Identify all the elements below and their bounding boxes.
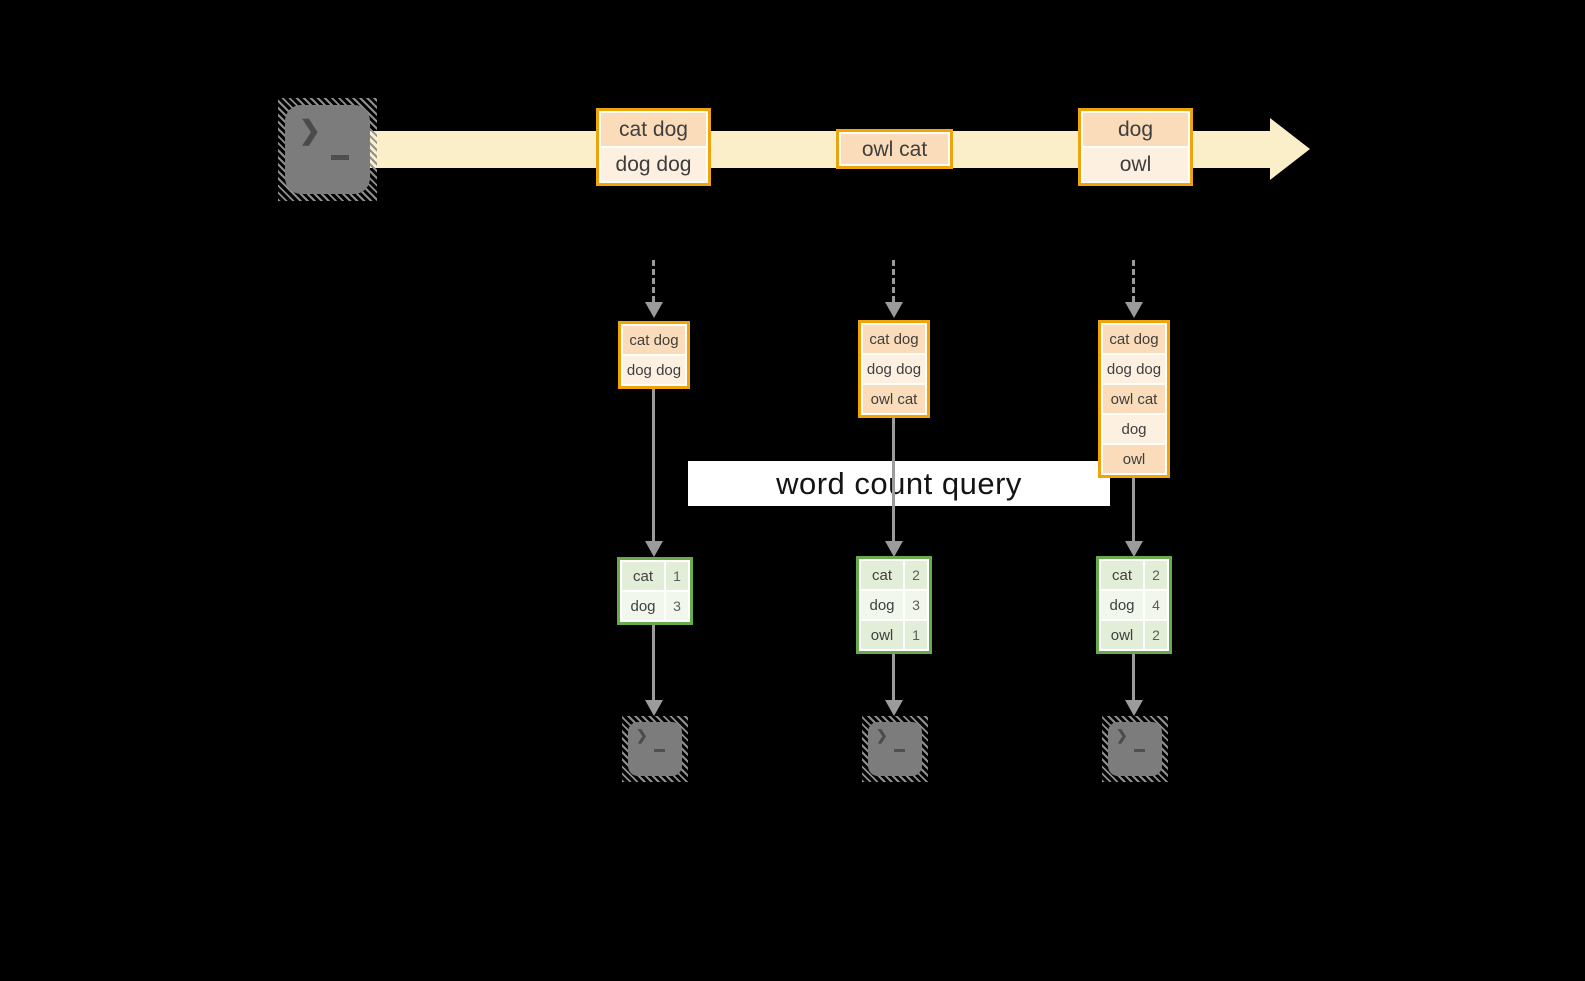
state-record: owl cat	[1103, 385, 1165, 413]
state-record: owl	[1103, 445, 1165, 473]
query-label: word count query	[776, 465, 1022, 501]
input-state-1: cat dog dog dog	[618, 321, 690, 389]
table-row: cat 1	[622, 562, 688, 590]
word-cell: dog	[861, 591, 903, 619]
query-arrow-head	[645, 541, 663, 557]
terminal-prompt-icon: ❯	[1116, 727, 1128, 743]
state-record: cat dog	[623, 326, 685, 354]
stream-record: owl cat	[841, 134, 948, 164]
sink-terminal-icon: ❯	[1102, 716, 1168, 782]
stream-batch-1: cat dog dog dog	[596, 108, 711, 186]
word-cell: owl	[861, 621, 903, 649]
terminal-prompt-icon: ❯	[299, 115, 321, 145]
count-cell: 3	[905, 591, 927, 619]
word-cell: cat	[861, 561, 903, 589]
count-cell: 2	[1145, 561, 1167, 589]
output-arrow-line	[652, 625, 655, 700]
query-arrow-head	[1125, 541, 1143, 557]
dashed-arrow-line	[1132, 260, 1135, 302]
dashed-arrow-head	[885, 302, 903, 318]
table-row: cat 2	[1101, 561, 1167, 589]
count-cell: 2	[905, 561, 927, 589]
terminal-body: ❯	[628, 722, 682, 776]
source-terminal-icon: ❯	[278, 98, 377, 201]
table-row: dog 3	[622, 592, 688, 620]
output-arrow-head	[1125, 700, 1143, 716]
stream-record: dog dog	[601, 148, 706, 181]
terminal-body: ❯	[285, 105, 370, 194]
output-arrow-head	[885, 700, 903, 716]
table-row: dog 4	[1101, 591, 1167, 619]
table-row: dog 3	[861, 591, 927, 619]
terminal-body: ❯	[868, 722, 922, 776]
sink-terminal-icon: ❯	[622, 716, 688, 782]
query-label-banner: word count query	[688, 461, 1110, 506]
state-record: owl cat	[863, 385, 925, 413]
state-record: dog	[1103, 415, 1165, 443]
terminal-cursor-icon	[331, 155, 349, 160]
result-table-1: cat 1 dog 3	[617, 557, 693, 625]
stream-record: cat dog	[601, 113, 706, 146]
count-cell: 4	[1145, 591, 1167, 619]
state-record: cat dog	[863, 325, 925, 353]
result-table-3: cat 2 dog 4 owl 2	[1096, 556, 1172, 654]
output-arrow-line	[892, 654, 895, 700]
input-state-2: cat dog dog dog owl cat	[858, 320, 930, 418]
word-cell: owl	[1101, 621, 1143, 649]
dashed-arrow-head	[1125, 302, 1143, 318]
word-cell: dog	[1101, 591, 1143, 619]
word-cell: cat	[622, 562, 664, 590]
dashed-arrow-line	[652, 260, 655, 302]
terminal-cursor-icon	[654, 749, 665, 752]
stream-batch-2: owl cat	[836, 129, 953, 169]
output-arrow-head	[645, 700, 663, 716]
state-record: dog dog	[623, 356, 685, 384]
terminal-cursor-icon	[894, 749, 905, 752]
count-cell: 2	[1145, 621, 1167, 649]
query-arrow-head	[885, 541, 903, 557]
word-cell: dog	[622, 592, 664, 620]
stream-batch-3: dog owl	[1078, 108, 1193, 186]
query-arrow-line	[652, 389, 655, 541]
query-arrow-line	[892, 418, 895, 541]
table-row: owl 2	[1101, 621, 1167, 649]
table-row: owl 1	[861, 621, 927, 649]
terminal-cursor-icon	[1134, 749, 1145, 752]
output-arrow-line	[1132, 654, 1135, 700]
word-cell: cat	[1101, 561, 1143, 589]
result-table-2: cat 2 dog 3 owl 1	[856, 556, 932, 654]
table-row: cat 2	[861, 561, 927, 589]
sink-terminal-icon: ❯	[862, 716, 928, 782]
input-state-3: cat dog dog dog owl cat dog owl	[1098, 320, 1170, 478]
state-record: cat dog	[1103, 325, 1165, 353]
terminal-body: ❯	[1108, 722, 1162, 776]
stream-arrowhead	[1270, 118, 1310, 180]
state-record: dog dog	[863, 355, 925, 383]
state-record: dog dog	[1103, 355, 1165, 383]
count-cell: 1	[905, 621, 927, 649]
stream-record: dog	[1083, 113, 1188, 146]
query-arrow-line	[1132, 478, 1135, 541]
dashed-arrow-head	[645, 302, 663, 318]
count-cell: 1	[666, 562, 688, 590]
terminal-prompt-icon: ❯	[636, 727, 648, 743]
dashed-arrow-line	[892, 260, 895, 302]
terminal-prompt-icon: ❯	[876, 727, 888, 743]
count-cell: 3	[666, 592, 688, 620]
stream-record: owl	[1083, 148, 1188, 181]
